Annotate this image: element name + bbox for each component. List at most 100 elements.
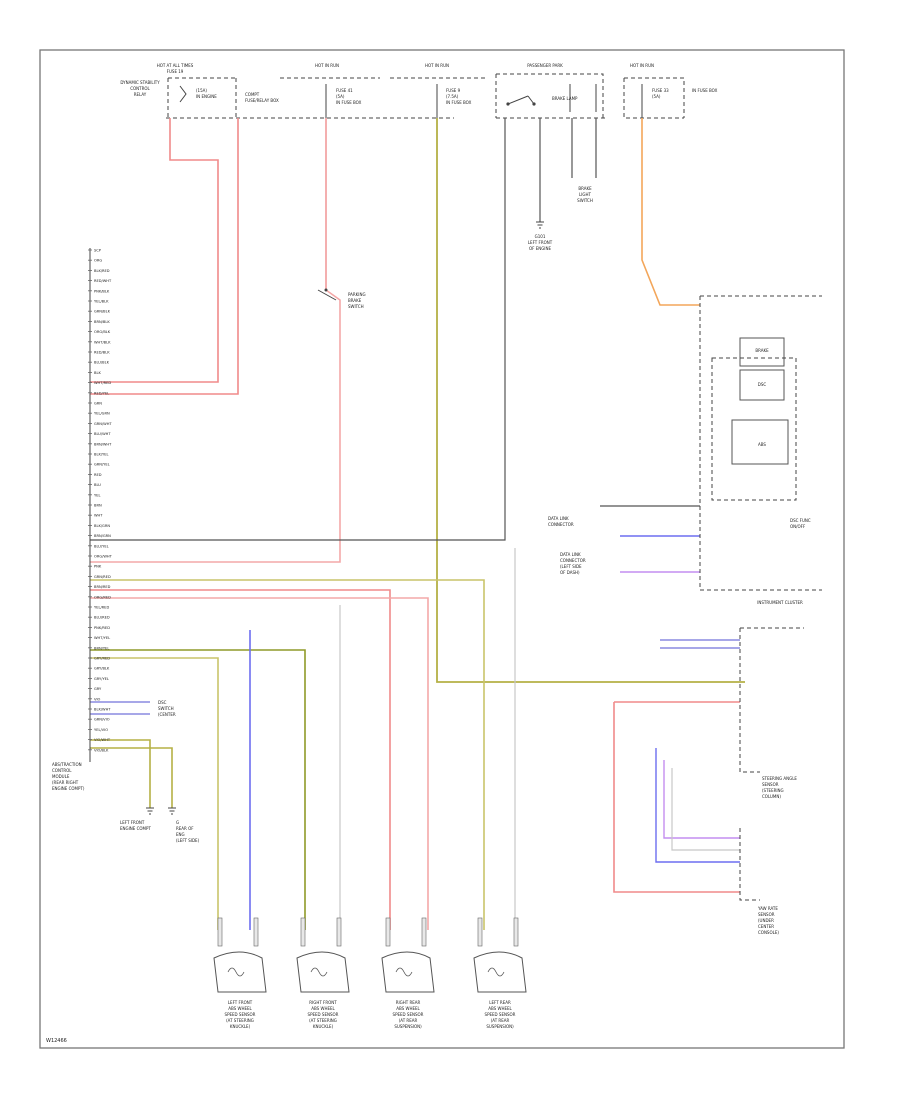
instrument-cluster: BRAKE DSC ABS DSC FUNC ON/OFF INSTRUMENT… xyxy=(699,295,822,605)
sensor-label: SPEED SENSOR xyxy=(485,1012,516,1017)
module-pin-label: BLK xyxy=(94,371,101,375)
sensor-connector-pin xyxy=(477,917,483,947)
module-pin-label: WHT xyxy=(94,514,103,518)
fuse-1-relay-label2: FUSE/RELAY BOX xyxy=(245,98,279,103)
left-ground-label-6: (LEFT SIDE) xyxy=(176,838,200,843)
park-switch-label-1: PARKING xyxy=(348,292,366,297)
module-pin-label: BLU/RED xyxy=(94,616,110,620)
module-pin-label: RED/BLK xyxy=(94,351,110,355)
module-pin-label: PNK/RED xyxy=(94,626,110,630)
module-pin-label: YEL/BLK xyxy=(94,300,109,304)
yaw-label-1: YAW RATE xyxy=(757,906,778,911)
dsc-switch-label-3: (CENTER xyxy=(158,712,176,717)
sensor-body xyxy=(296,951,350,993)
can-label-3: (LEFT SIDE xyxy=(560,564,582,569)
cluster-func-label-2: ON/OFF xyxy=(790,524,806,529)
ground-symbols xyxy=(146,221,544,815)
wires xyxy=(90,118,745,930)
module-pin-label: RED/YEL xyxy=(94,391,109,395)
module-pin-label: BRN/GRN xyxy=(94,534,111,538)
sensor-label: SPEED SENSOR xyxy=(225,1012,256,1017)
steering-angle-sensor: STEERING ANGLE SENSOR (STEERING COLUMN) xyxy=(739,627,804,799)
fuse-6-line-2: (5A) xyxy=(652,94,661,99)
cluster-brake-label: BRAKE xyxy=(755,348,769,353)
sensor-label: ABS WHEEL xyxy=(228,1006,252,1011)
fuse-1-fuse2: IN ENGINE xyxy=(196,94,217,99)
module-pin-label: VIO xyxy=(94,697,101,701)
module-pin-label: GRY/BLK xyxy=(94,667,110,671)
module-pin-label: WHT/YEL xyxy=(94,636,110,640)
fuse-1-line-2: DYNAMIC STABILITY xyxy=(120,80,160,85)
fuse-2-line-2: (5A) xyxy=(336,94,345,99)
sensor-connector-pin xyxy=(385,917,391,947)
brake-switch-line-1: BRAKE LAMP xyxy=(552,96,578,101)
module-pin-label: GRN/WHT xyxy=(94,422,112,426)
sensor-label: SUSPENSION) xyxy=(486,1024,514,1029)
fuse-1-title: HOT AT ALL TIMES xyxy=(157,63,194,68)
left-ground-label-1: LEFT FRONT xyxy=(120,820,145,825)
module-pin-label: BRN/RED xyxy=(94,585,111,589)
module-pin-label: ORG/RED xyxy=(94,595,111,599)
module-pin-label: BLK/WHT xyxy=(94,708,111,712)
module-pin-label: RED xyxy=(94,473,102,477)
yaw-rate-sensor: YAW RATE SENSOR (UNDER CENTER CONSOLE) xyxy=(739,828,779,935)
steering-label-4: COLUMN) xyxy=(762,794,781,799)
sensor-connector-pin xyxy=(253,917,259,947)
brake-light-switch: PASSENGER PARK BRAKE LAMP xyxy=(495,63,604,118)
sensor-connector-pin xyxy=(217,917,223,947)
brake-switch-title: PASSENGER PARK xyxy=(527,63,563,68)
sensor-label: (AT REAR xyxy=(491,1018,510,1023)
module-pin-label: GRN xyxy=(94,402,102,406)
yaw-label-2: SENSOR xyxy=(758,912,775,917)
sensor-label: (AT REAR xyxy=(399,1018,418,1023)
module-pin-label: BRN/WHT xyxy=(94,442,112,446)
sensor-label: ABS WHEEL xyxy=(488,1006,512,1011)
sensor-label: ABS WHEEL xyxy=(311,1006,335,1011)
sensor-coil xyxy=(227,967,245,977)
module-label-1: ABS/TRACTION xyxy=(52,762,82,767)
cluster-dsc-label: DSC xyxy=(758,382,767,387)
module-pin-label: BLK/GRN xyxy=(94,524,110,528)
fuse-3-line-2: (7.5A) xyxy=(446,94,459,99)
yaw-label-3: (UNDER xyxy=(758,918,774,923)
sensor-connector-pin xyxy=(421,917,427,947)
steering-label-3: (STEERING xyxy=(762,788,784,793)
module-pin-label: BLU/BLK xyxy=(94,361,110,365)
module-label-2: CONTROL xyxy=(52,768,72,773)
module-pin-label: RED/WHT xyxy=(94,279,112,283)
can-label-1: DATA LINK xyxy=(560,552,581,557)
fuse-6-note-1: IN FUSE BOX xyxy=(692,88,718,93)
fuse-1-line-3: CONTROL xyxy=(130,86,150,91)
module-pin-label: YEL/RED xyxy=(94,606,109,610)
sensor-connector-pin xyxy=(513,917,519,947)
diagram-frame xyxy=(39,49,845,1049)
module-pin-label: GRN/BLK xyxy=(94,310,111,314)
sensor-label: SUSPENSION) xyxy=(394,1024,422,1029)
module-pin-label: WHT/RED xyxy=(94,381,111,385)
fuse-2-title: HOT IN RUN xyxy=(315,63,339,68)
module-pin-label: BLU/YEL xyxy=(94,544,109,548)
module-pin-label: BLK/YEL xyxy=(94,453,109,457)
module-pin-label: GRY/RED xyxy=(94,657,110,661)
module-pin-label: GRN/YEL xyxy=(94,463,110,467)
module-pin-label: BRN/YEL xyxy=(94,646,109,650)
fuse-2-line-1: FUSE 41 xyxy=(336,88,353,93)
module-label-3: MODULE xyxy=(52,774,70,779)
data-link-label-2: CONNECTOR xyxy=(548,522,574,527)
fuse-3-title: HOT IN RUN xyxy=(425,63,449,68)
steering-label-1: STEERING ANGLE xyxy=(762,776,797,781)
module-pin-label: PNK xyxy=(94,565,102,569)
module-pin-label: BRN/BLK xyxy=(94,320,110,324)
yaw-label-5: CONSOLE) xyxy=(758,930,779,935)
module-pin-label: ORG xyxy=(94,259,102,263)
fuse-group-1: HOT AT ALL TIMES FUSE 19 DYNAMIC STABILI… xyxy=(120,63,279,118)
fuse-6-line-1: FUSE 33 xyxy=(652,88,669,93)
brake-switch-label-3: SWITCH xyxy=(577,198,593,203)
module-pin-label: VIO/BLK xyxy=(94,748,109,752)
fuse-2-line-3: IN FUSE BOX xyxy=(336,100,362,105)
fuse-1-fuse: (15A) xyxy=(196,88,207,93)
